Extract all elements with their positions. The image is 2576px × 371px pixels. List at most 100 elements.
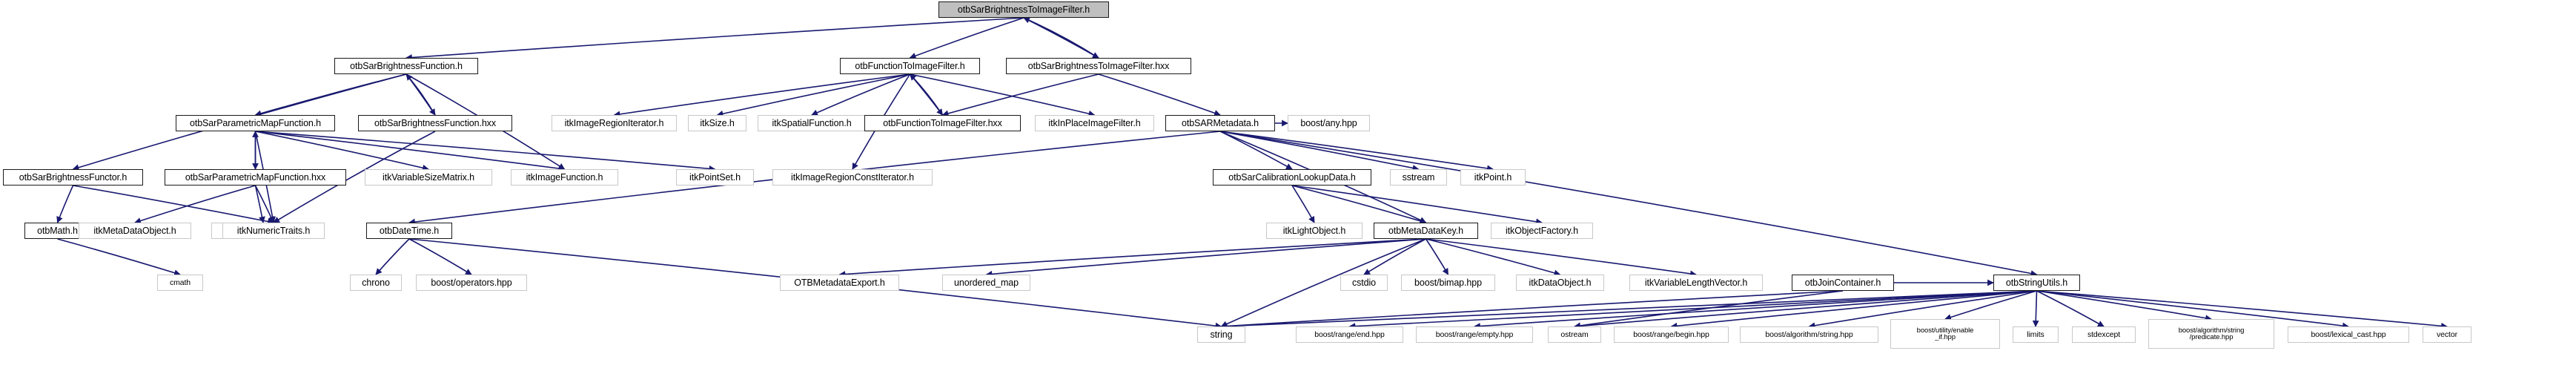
graph-node-n18[interactable]: itkImageRegionConstIterator.h	[772, 169, 933, 186]
graph-node-label: vector	[2437, 329, 2457, 339]
graph-node-label: otbMath.h	[37, 225, 78, 236]
graph-node-n25[interactable]: itkNumericTraits.h	[222, 223, 325, 239]
graph-node-n26[interactable]: otbDateTime.h	[366, 223, 452, 239]
graph-node-n3[interactable]: otbSarBrightnessToImageFilter.hxx	[1006, 58, 1191, 74]
graph-node-n2[interactable]: otbFunctionToImageFilter.h	[840, 58, 980, 74]
graph-node-n7[interactable]: itkSize.h	[688, 115, 746, 131]
graph-node-label: OTBMetadataExport.h	[794, 277, 885, 288]
graph-node-n21[interactable]: itkPoint.h	[1460, 169, 1526, 186]
graph-node-label: boost/algorithm/string.hpp	[1765, 329, 1853, 339]
graph-node-n29[interactable]: itkObjectFactory.h	[1491, 223, 1593, 239]
graph-node-label: itkPoint.h	[1474, 171, 1512, 183]
graph-node-label: boost/algorithm/string /predicate.hpp	[2178, 326, 2245, 341]
graph-node-n43[interactable]: ostream	[1548, 326, 1601, 343]
graph-node-label: otbSarParametricMapFunction.h	[189, 117, 322, 128]
graph-node-label: otbStringUtils.h	[2005, 277, 2068, 288]
graph-node-n37[interactable]: itkVariableLengthVector.h	[1629, 275, 1763, 291]
graph-node-n40[interactable]: string	[1197, 326, 1245, 343]
graph-node-label: otbFunctionToImageFilter.h	[855, 60, 965, 71]
graph-node-label: otbSarBrightnessFunction.hxx	[374, 117, 496, 128]
graph-node-label: otbSarBrightnessToImageFilter.h	[957, 4, 1090, 15]
graph-node-n28[interactable]: otbMetaDataKey.h	[1374, 223, 1478, 239]
graph-node-n15[interactable]: itkVariableSizeMatrix.h	[365, 169, 492, 186]
graph-node-label: unordered_map	[954, 277, 1019, 288]
graph-node-label: itkImageRegionIterator.h	[564, 117, 664, 128]
graph-node-n4[interactable]: otbSarParametricMapFunction.h	[176, 115, 335, 131]
graph-node-n38[interactable]: otbJoinContainer.h	[1792, 275, 1894, 291]
graph-node-n6[interactable]: itkImageRegionIterator.h	[552, 115, 677, 131]
graph-node-label: otbSarCalibrationLookupData.h	[1228, 171, 1356, 183]
graph-node-label: boost/range/empty.hpp	[1435, 329, 1514, 339]
graph-node-n51[interactable]: vector	[2423, 326, 2471, 343]
graph-node-label: itkVariableSizeMatrix.h	[383, 171, 474, 183]
graph-node-n41[interactable]: boost/range/end.hpp	[1296, 326, 1403, 343]
graph-node-n19[interactable]: otbSarCalibrationLookupData.h	[1213, 169, 1371, 186]
graph-node-label: boost/bimap.hpp	[1414, 277, 1482, 288]
graph-node-n31[interactable]: boost/operators.hpp	[416, 275, 527, 291]
graph-node-n49[interactable]: boost/algorithm/string /predicate.hpp	[2148, 319, 2274, 349]
graph-node-label: itkInPlaceImageFilter.h	[1048, 117, 1141, 128]
graph-node-n17[interactable]: itkPointSet.h	[676, 169, 754, 186]
graph-node-label: itkMetaDataObject.h	[93, 225, 176, 236]
graph-node-label: ostream	[1560, 329, 1589, 339]
graph-node-label: itkImageRegionConstIterator.h	[791, 171, 914, 183]
graph-node-label: boost/range/begin.hpp	[1633, 329, 1709, 339]
graph-node-label: boost/any.hpp	[1300, 117, 1357, 128]
graph-node-label: otbSarBrightnessToImageFilter.hxx	[1027, 60, 1170, 71]
graph-node-n45[interactable]: boost/algorithm/string.hpp	[1740, 326, 1878, 343]
graph-node-n34[interactable]: cstdio	[1340, 275, 1388, 291]
graph-node-label: otbFunctionToImageFilter.hxx	[883, 117, 1002, 128]
graph-node-n27[interactable]: itkLightObject.h	[1266, 223, 1363, 239]
graph-node-label: itkNumericTraits.h	[236, 225, 311, 236]
graph-node-n39[interactable]: otbStringUtils.h	[1993, 275, 2080, 291]
graph-node-n48[interactable]: stdexcept	[2072, 326, 2136, 343]
graph-node-label: boost/operators.hpp	[431, 277, 512, 288]
graph-node-n5[interactable]: otbSarBrightnessFunction.hxx	[358, 115, 512, 131]
graph-node-label: otbSarBrightnessFunction.h	[350, 60, 463, 71]
graph-node-label: boost/range/end.hpp	[1314, 329, 1385, 339]
graph-node-n33[interactable]: unordered_map	[942, 275, 1030, 291]
graph-node-n32[interactable]: OTBMetadataExport.h	[780, 275, 899, 291]
graph-node-label: cmath	[169, 278, 191, 287]
graph-node-n9[interactable]: otbFunctionToImageFilter.hxx	[864, 115, 1021, 131]
graph-node-label: itkPointSet.h	[689, 171, 741, 183]
graph-node-label: chrono	[362, 277, 390, 288]
graph-node-label: itkSpatialFunction.h	[772, 117, 852, 128]
graph-node-label: itkDataObject.h	[1529, 277, 1592, 288]
graph-node-n10[interactable]: itkInPlaceImageFilter.h	[1035, 115, 1154, 131]
graph-node-label: boost/lexical_cast.hpp	[2311, 329, 2386, 339]
graph-node-n44[interactable]: boost/range/begin.hpp	[1614, 326, 1729, 343]
graph-node-n11[interactable]: otbSARMetadata.h	[1165, 115, 1275, 131]
graph-node-label: itkVariableLengthVector.h	[1644, 277, 1748, 288]
graph-node-label: stdexcept	[2087, 329, 2121, 339]
graph-node-n12[interactable]: boost/any.hpp	[1288, 115, 1370, 131]
graph-node-n13[interactable]: otbSarBrightnessFunctor.h	[3, 169, 143, 186]
graph-node-label: otbJoinContainer.h	[1804, 277, 1881, 288]
graph-node-n50[interactable]: boost/lexical_cast.hpp	[2288, 326, 2409, 343]
graph-node-label: limits	[2027, 329, 2044, 339]
graph-node-label: otbSarBrightnessFunctor.h	[19, 171, 128, 183]
graph-node-label: otbSARMetadata.h	[1181, 117, 1259, 128]
graph-node-n30[interactable]: chrono	[350, 275, 402, 291]
graph-node-label: itkImageFunction.h	[526, 171, 603, 183]
graph-node-label: itkObjectFactory.h	[1506, 225, 1578, 236]
graph-node-n35[interactable]: boost/bimap.hpp	[1401, 275, 1495, 291]
graph-node-n23[interactable]: itkMetaDataObject.h	[79, 223, 191, 239]
graph-node-n14[interactable]: otbSarParametricMapFunction.hxx	[165, 169, 346, 186]
graph-node-n20[interactable]: sstream	[1390, 169, 1447, 186]
graph-node-label: otbMetaDataKey.h	[1388, 225, 1463, 236]
graph-node-n52[interactable]: cmath	[157, 275, 203, 291]
graph-node-n0[interactable]: otbSarBrightnessToImageFilter.h	[938, 1, 1109, 18]
graph-node-n46[interactable]: boost/utility/enable _if.hpp	[1890, 319, 2000, 349]
graph-node-label: itkSize.h	[700, 117, 735, 128]
graph-node-label: string	[1210, 329, 1233, 340]
graph-node-label: sstream	[1402, 171, 1435, 183]
graph-node-n42[interactable]: boost/range/empty.hpp	[1416, 326, 1533, 343]
graph-node-n47[interactable]: limits	[2013, 326, 2059, 343]
graph-node-n1[interactable]: otbSarBrightnessFunction.h	[334, 58, 478, 74]
graph-node-n36[interactable]: itkDataObject.h	[1516, 275, 1604, 291]
graph-node-n16[interactable]: itkImageFunction.h	[511, 169, 618, 186]
graph-node-n8[interactable]: itkSpatialFunction.h	[758, 115, 866, 131]
